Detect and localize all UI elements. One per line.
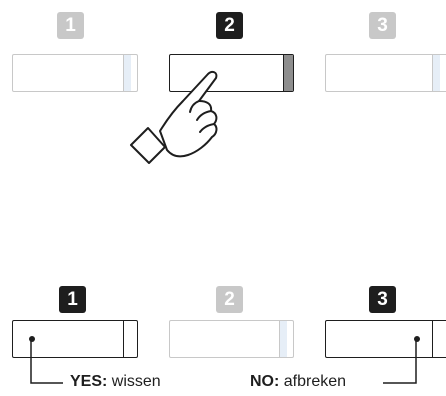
yes-action-text: wissen <box>107 373 160 390</box>
no-key-text: NO: <box>250 373 279 390</box>
yes-label: YES: wissen <box>70 373 161 391</box>
yes-key-text: YES: <box>70 373 107 390</box>
no-action-text: afbreken <box>279 373 346 390</box>
no-label: NO: afbreken <box>250 373 346 391</box>
